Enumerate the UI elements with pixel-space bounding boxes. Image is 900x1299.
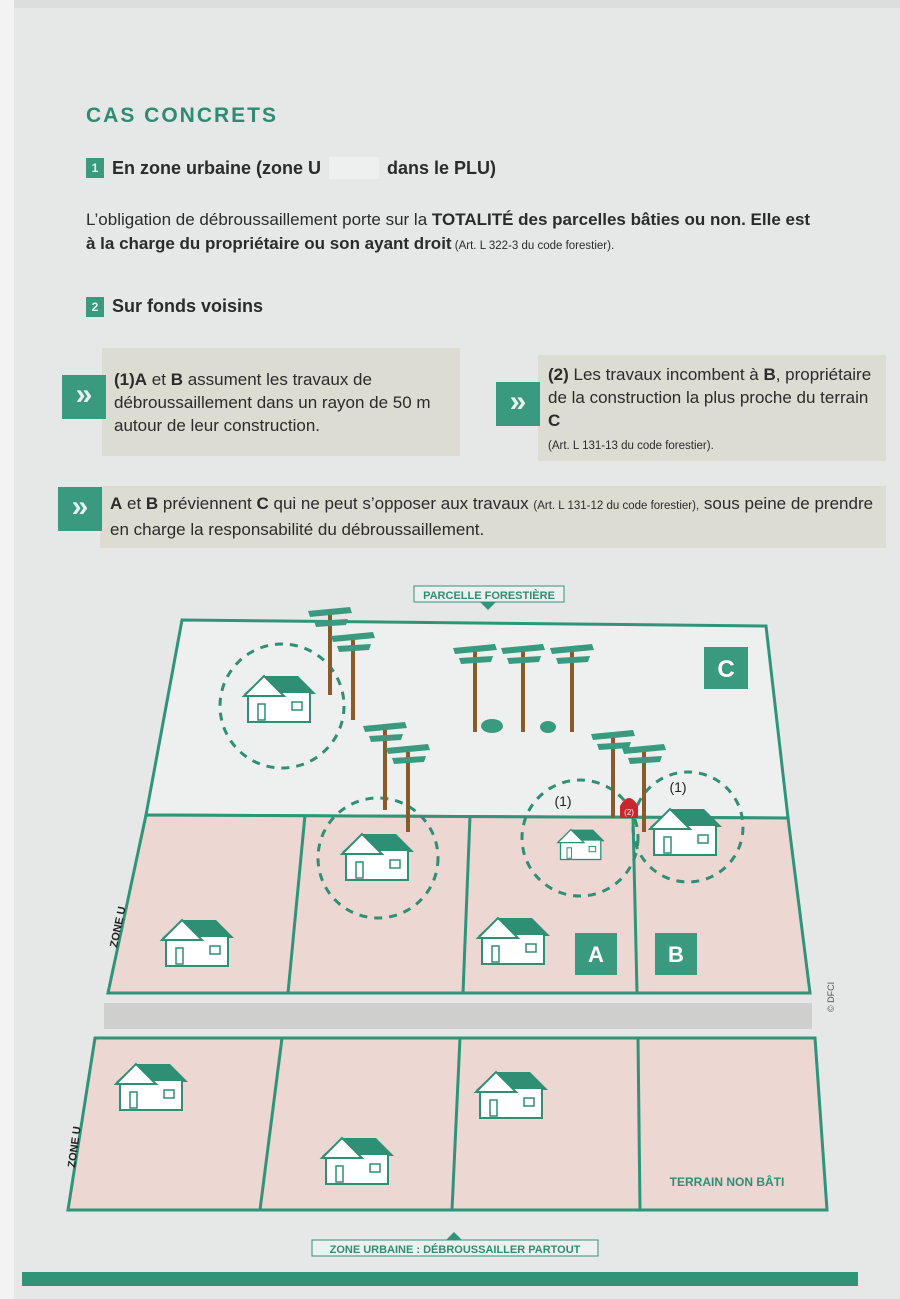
text: B [170,370,183,389]
unbuilt-land-label: TERRAIN NON BÂTI [670,1174,785,1189]
redacted-blank [329,157,380,179]
reference: (Art. L 322-3 du code forestier). [451,240,615,252]
text: et [122,494,146,513]
heading-text: En zone urbaine (zone U [112,157,322,178]
box-text: (2) Les travaux incombent à B, propriéta… [548,363,878,458]
page-title: CAS CONCRETS [86,104,279,127]
text: préviennent [158,494,257,513]
text: A [134,370,148,389]
text: B [145,494,159,513]
chevron-icon: » [58,487,102,531]
paper-edge [0,0,14,1299]
text: A [110,494,123,513]
text: L’obligation de débroussaillement porte … [86,210,432,229]
section-2-heading: 2 Sur fonds voisins [86,296,263,317]
text: (2) [548,365,569,384]
marker-1: (1) [669,779,686,795]
section-1-heading: 1 En zone urbaine (zone U dans le PLU) [86,157,496,179]
section-number: 2 [86,296,104,317]
reference: (Art. L 131-12 du code forestier), [533,500,700,512]
parcel-a-label: A [588,942,604,967]
chevron-icon: » [62,375,106,419]
text: , propriétaire de la construction la plu… [548,365,872,407]
road [104,1003,812,1029]
marker-2: (2) [624,808,634,817]
text: C [256,494,269,513]
forest-parcel-label: PARCELLE FORESTIÈRE [423,589,555,602]
footer-bar [22,1272,858,1286]
parcel-c-label: C [717,656,734,683]
parcel-b-badge [655,933,697,975]
zone-u-label: ZONE U [66,1126,84,1169]
info-box-3: A et B préviennent C qui ne peut s’oppos… [100,486,886,548]
info-box-1: (1)A et B assument les travaux de débrou… [102,348,460,456]
parcel-c-badge [704,647,748,689]
heading-text: dans le PLU) [387,157,497,178]
chevron-icon: » [496,382,540,426]
info-box-2: (2) Les travaux incombent à B, propriéta… [538,355,886,461]
text: assument les travaux de débroussaillemen… [114,370,431,435]
text: qui ne peut s’opposer aux travaux [268,494,534,513]
text: C [548,411,561,430]
heading-text: Sur fonds voisins [112,296,264,316]
section-number: 1 [86,158,104,178]
text: des parcelles bâties ou non. Elle est à … [86,210,811,253]
parcel-b-label: B [668,942,684,967]
reference: (Art. L 131-13 du code forestier). [548,440,714,452]
box-text: A et B préviennent C qui ne peut s’oppos… [110,492,880,541]
text: (1) [114,370,135,389]
text: B [763,365,776,384]
text: sous peine de prendre en charge la respo… [110,494,874,539]
box-text: (1)A et B assument les travaux de débrou… [114,368,444,437]
text: et [147,370,171,389]
parcel-a-badge [575,933,617,975]
marker-1: (1) [554,793,571,809]
overlap-zone-marker [620,798,638,818]
clearing-radius-circles [218,642,745,920]
urban-zone-caption: ZONE URBAINE : DÉBROUSSAILLER PARTOUT [330,1243,581,1256]
section-1-paragraph: L’obligation de débroussaillement porte … [86,208,816,258]
text: Les travaux incombent à [568,365,764,384]
copyright-credit: © DFCI [826,981,836,1012]
text: TOTALITÉ [431,210,514,229]
